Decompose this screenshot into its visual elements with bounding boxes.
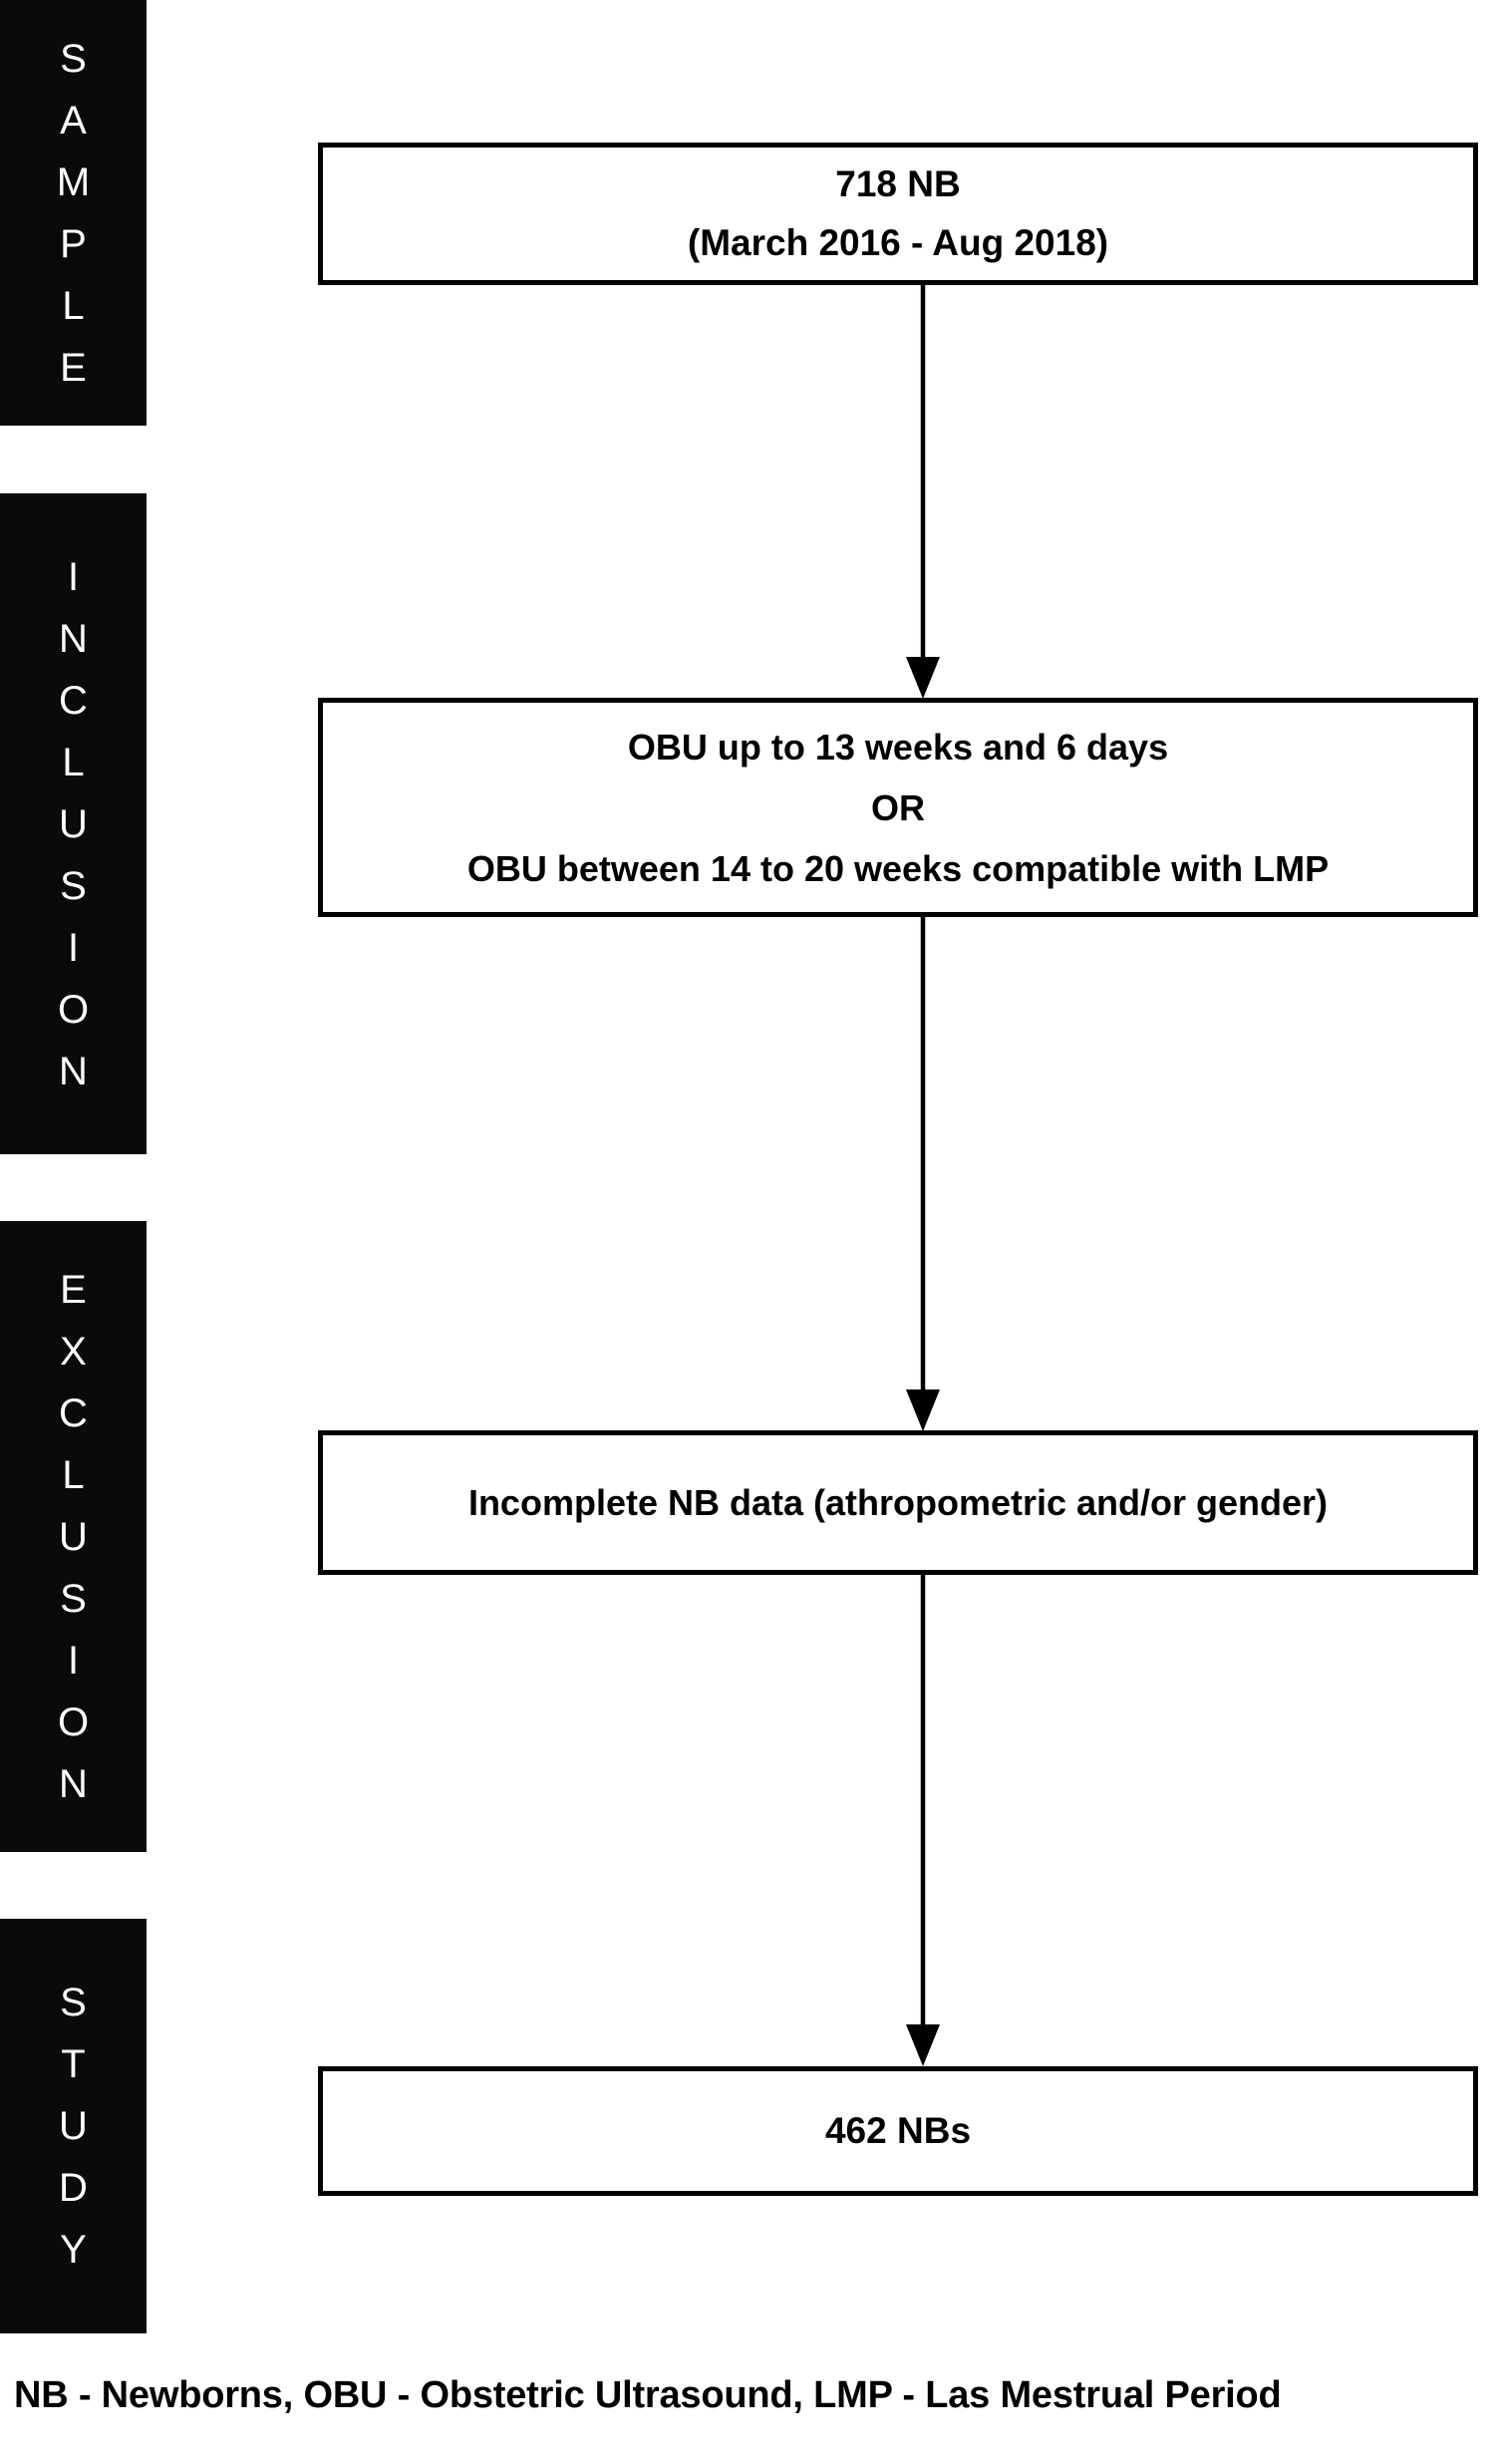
stage-letter: I	[67, 554, 80, 599]
flow-box-inclusion-line-1: OBU up to 13 weeks and 6 days	[627, 726, 1169, 768]
stage-letter: P	[60, 221, 87, 266]
stage-letter: S	[60, 1576, 87, 1621]
stage-letter: E	[60, 1267, 87, 1312]
stage-letter: S	[60, 36, 87, 81]
stage-letter: N	[59, 616, 88, 661]
connector-arrow-inclusion-to-exclusion	[906, 917, 940, 1431]
flow-box-sample-line-2: (March 2016 - Aug 2018)	[687, 221, 1109, 263]
stage-letter: N	[59, 1761, 88, 1806]
connector-arrow-sample-to-inclusion	[906, 285, 940, 699]
stage-letter: A	[60, 98, 87, 143]
footer-caption: NB - Newborns, OBU - Obstetric Ultrasoun…	[14, 2374, 1282, 2416]
flow-box-inclusion: OBU up to 13 weeks and 6 days OR OBU bet…	[318, 698, 1478, 917]
flow-box-exclusion: Incomplete NB data (athropometric and/or…	[318, 1430, 1478, 1575]
stage-letter: U	[59, 2104, 88, 2148]
stage-letter: I	[67, 1638, 80, 1683]
stage-bar-study-letters: S T U D Y	[59, 1972, 88, 2281]
connector-arrow-exclusion-to-study	[906, 1575, 940, 2066]
stage-letter: U	[59, 801, 88, 846]
stage-letter: T	[61, 2042, 86, 2086]
stage-letter: S	[60, 1981, 87, 2024]
stage-letter: O	[57, 987, 90, 1032]
stage-letter: C	[59, 1390, 88, 1435]
stage-letter: D	[59, 2166, 88, 2210]
stage-bar-exclusion-letters: E X C L U S I O N	[58, 1259, 89, 1815]
stage-bar-study: S T U D Y	[0, 1919, 147, 2333]
stage-letter: E	[60, 345, 87, 390]
stage-bar-inclusion: I N C L U S I O N	[0, 493, 147, 1154]
stage-letter: L	[62, 1452, 85, 1497]
flow-box-study: 462 NBs	[318, 2066, 1478, 2196]
stage-bar-exclusion: E X C L U S I O N	[0, 1221, 147, 1852]
flow-box-inclusion-line-3: OBU between 14 to 20 weeks compatible wi…	[466, 847, 1330, 889]
stage-bar-sample: S A M P L E	[0, 0, 147, 426]
flow-box-inclusion-line-2: OR	[871, 786, 925, 828]
stage-bar-inclusion-letters: I N C L U S I O N	[58, 546, 89, 1102]
flow-box-exclusion-line-1: Incomplete NB data (athropometric and/or…	[467, 1482, 1329, 1523]
flow-box-sample-line-1: 718 NB	[835, 163, 961, 205]
stage-letter: M	[56, 159, 91, 204]
stage-bar-sample-letters: S A M P L E	[57, 28, 90, 399]
stage-letter: O	[57, 1699, 90, 1744]
stage-letter: S	[60, 863, 87, 908]
stage-letter: U	[59, 1514, 88, 1559]
stage-letter: C	[59, 678, 88, 723]
stage-letter: L	[62, 283, 85, 328]
stage-letter: N	[59, 1049, 88, 1093]
stage-letter: L	[62, 740, 85, 784]
flow-box-study-line-1: 462 NBs	[824, 2109, 972, 2151]
stage-letter: X	[60, 1329, 87, 1374]
stage-letter: Y	[60, 2228, 87, 2272]
stage-letter: I	[67, 925, 80, 970]
flow-box-sample: 718 NB (March 2016 - Aug 2018)	[318, 143, 1478, 285]
